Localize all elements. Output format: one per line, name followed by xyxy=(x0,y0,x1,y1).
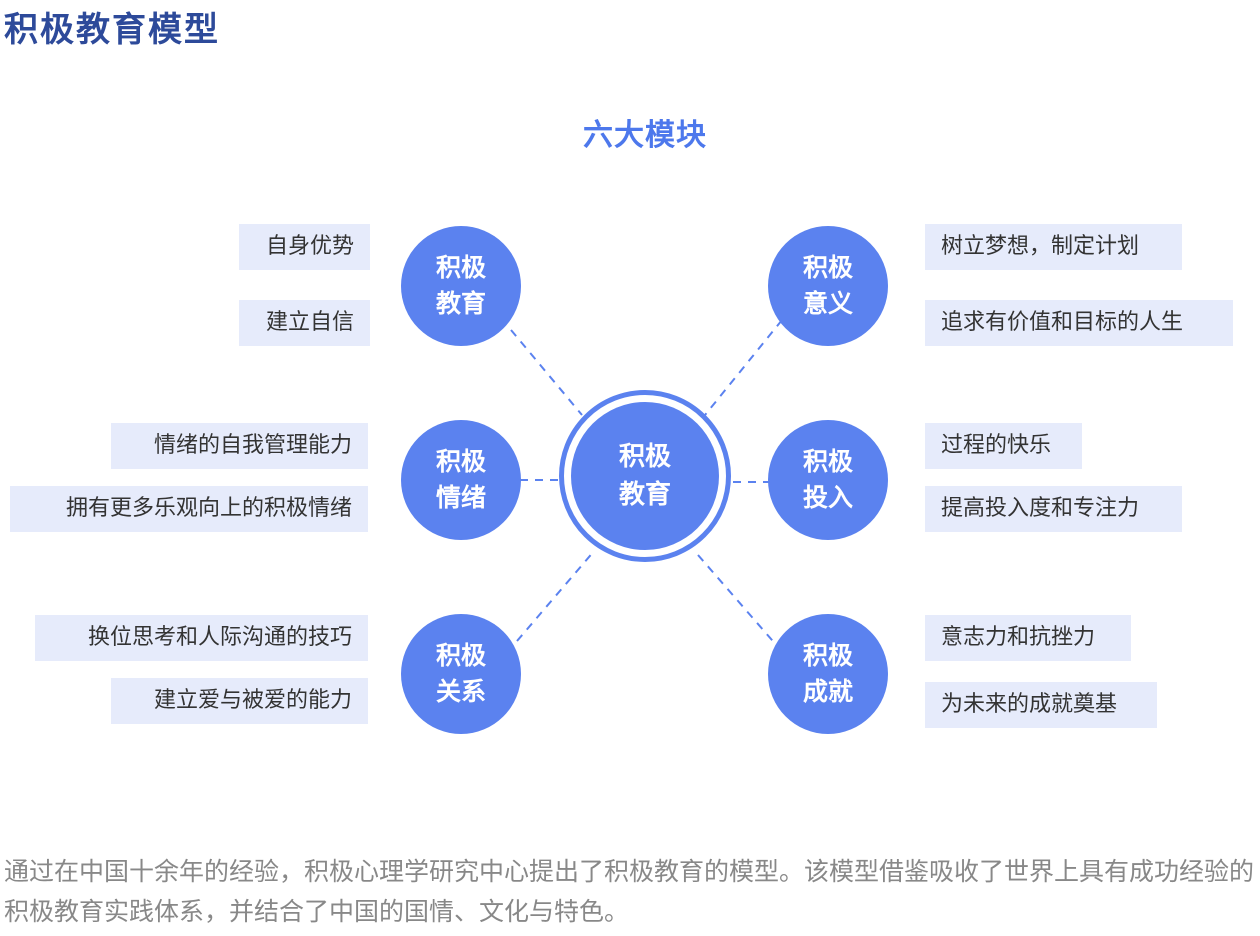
center-node-positive-education: 积极 教育 xyxy=(571,402,719,550)
module-item-tag: 过程的快乐 xyxy=(925,423,1082,469)
module-node-positive-engagement: 积极 投入 xyxy=(768,420,888,540)
module-item-tag: 拥有更多乐观向上的积极情绪 xyxy=(10,486,368,532)
module-item-tag: 换位思考和人际沟通的技巧 xyxy=(35,615,368,661)
module-node-positive-emotion: 积极 情绪 xyxy=(401,420,521,540)
module-item-tag: 建立自信 xyxy=(239,300,370,346)
page-title: 积极教育模型 xyxy=(4,10,220,50)
connector-line xyxy=(704,319,783,416)
module-node-positive-achievement: 积极 成就 xyxy=(768,614,888,734)
connector-line xyxy=(697,554,779,648)
module-item-tag: 提高投入度和专注力 xyxy=(925,486,1182,532)
module-item-tag: 树立梦想，制定计划 xyxy=(925,224,1182,270)
connector-line xyxy=(510,329,583,416)
module-node-positive-education: 积极 教育 xyxy=(401,226,521,346)
module-item-tag: 建立爱与被爱的能力 xyxy=(111,678,368,724)
description-text: 通过在中国十余年的经验，积极心理学研究中心提出了积极教育的模型。该模型借鉴吸收了… xyxy=(4,857,1255,926)
module-item-tag: 为未来的成就奠基 xyxy=(925,682,1157,728)
module-item-tag: 追求有价值和目标的人生 xyxy=(925,300,1233,346)
module-item-tag: 自身优势 xyxy=(239,224,370,270)
module-node-positive-relationship: 积极 关系 xyxy=(401,614,521,734)
module-item-tag: 情绪的自我管理能力 xyxy=(111,423,368,469)
diagram-title: 六大模块 xyxy=(583,118,707,153)
module-item-tag: 意志力和抗挫力 xyxy=(925,615,1131,661)
module-node-positive-meaning: 积极 意义 xyxy=(768,226,888,346)
connector-line xyxy=(516,549,596,642)
